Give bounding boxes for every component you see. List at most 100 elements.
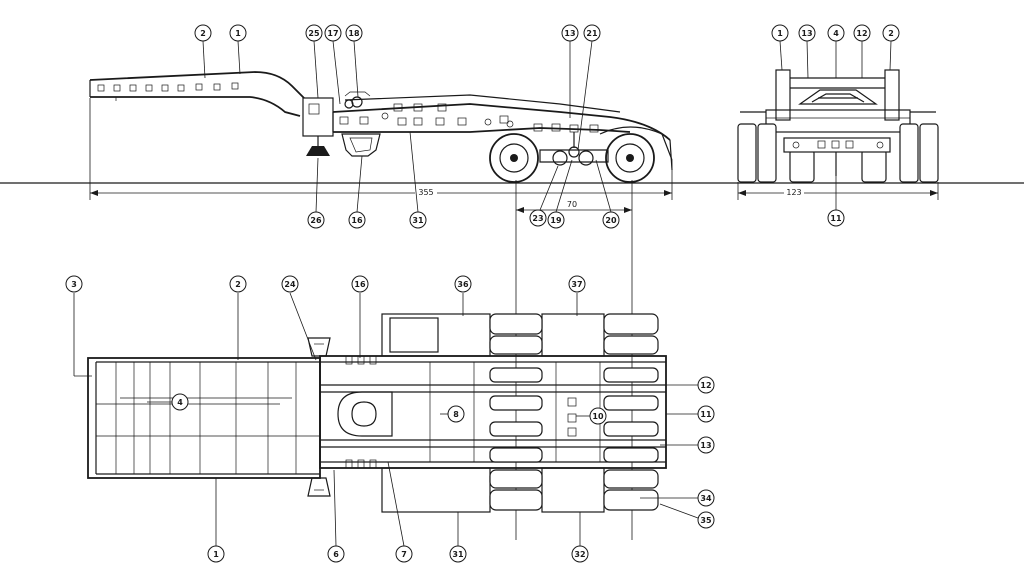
callout-side-19: 19	[547, 211, 565, 229]
svg-text:31: 31	[452, 550, 464, 559]
callout-plan-12: 12	[697, 376, 715, 394]
svg-text:12: 12	[700, 381, 711, 390]
svg-text:1: 1	[235, 29, 241, 38]
svg-text:37: 37	[571, 280, 582, 289]
svg-text:35: 35	[700, 516, 712, 525]
svg-text:31: 31	[412, 216, 424, 225]
svg-text:13: 13	[564, 29, 575, 38]
callout-side-13: 13	[561, 24, 579, 42]
callout-plan-13: 13	[697, 436, 715, 454]
svg-text:2: 2	[235, 280, 241, 289]
callout-plan-36: 36	[454, 275, 472, 293]
callout-plan-8: 8	[447, 405, 465, 423]
deck-cutouts	[339, 103, 599, 133]
callout-plan-16: 16	[351, 275, 369, 293]
callout-side-18: 18	[345, 24, 363, 42]
main-deck-plan	[319, 355, 667, 469]
gooseneck-deck-plan	[87, 357, 321, 479]
callout-rear-2: 2	[882, 24, 900, 42]
callout-plan-37: 37	[568, 275, 586, 293]
svg-text:16: 16	[351, 216, 363, 225]
callout-side-17: 17	[324, 24, 342, 42]
rear-bogie-wheels	[489, 133, 655, 183]
svg-text:17: 17	[327, 29, 338, 38]
callout-side-20: 20	[602, 211, 620, 229]
svg-text:1: 1	[213, 550, 219, 559]
svg-text:10: 10	[592, 412, 604, 421]
svg-text:7: 7	[401, 550, 407, 559]
plan-wheel-groups	[489, 313, 659, 511]
callout-rear-13: 13	[798, 24, 816, 42]
callout-plan-34: 34	[697, 489, 715, 507]
callout-rear-12: 12	[853, 24, 871, 42]
svg-text:34: 34	[700, 494, 712, 503]
callout-rear-1: 1	[771, 24, 789, 42]
landing-gear-foot	[306, 146, 330, 156]
svg-text:2: 2	[888, 29, 894, 38]
outrigger-platform-37	[541, 313, 605, 357]
kingpin-plate	[337, 391, 393, 437]
deck-support-bracket	[341, 133, 381, 157]
callout-plan-4: 4	[171, 393, 189, 411]
svg-text:13: 13	[801, 29, 812, 38]
callout-plan-31: 31	[449, 545, 467, 563]
svg-text:4: 4	[177, 398, 183, 407]
callout-plan-3: 3	[65, 275, 83, 293]
outrigger-platform-31	[381, 467, 491, 513]
side-elevation-view	[89, 71, 673, 183]
svg-text:11: 11	[700, 410, 712, 419]
svg-text:16: 16	[354, 280, 366, 289]
svg-text:4: 4	[833, 29, 839, 38]
svg-text:12: 12	[856, 29, 867, 38]
callout-rear-11: 11	[827, 209, 845, 227]
svg-text:19: 19	[550, 216, 562, 225]
outrigger-platform-32	[541, 467, 605, 513]
svg-text:23: 23	[532, 214, 543, 223]
svg-text:8: 8	[453, 410, 459, 419]
svg-text:1: 1	[777, 29, 783, 38]
svg-text:20: 20	[605, 216, 617, 225]
leader-lines	[73, 40, 892, 547]
callout-rear-4: 4	[827, 24, 845, 42]
callout-plan-10: 10	[589, 407, 607, 425]
svg-text:13: 13	[700, 441, 711, 450]
svg-text:26: 26	[310, 216, 322, 225]
svg-text:25: 25	[308, 29, 320, 38]
rear-elevation-view: 123	[737, 69, 939, 200]
rear-view-tyres	[737, 123, 939, 183]
callout-side-21: 21	[583, 24, 601, 42]
callout-plan-11: 11	[697, 405, 715, 423]
gooseneck-cutouts	[97, 82, 239, 92]
callout-side-1: 1	[229, 24, 247, 42]
callout-side-25: 25	[305, 24, 323, 42]
svg-text:18: 18	[348, 29, 360, 38]
svg-text:2: 2	[200, 29, 206, 38]
callout-side-26: 26	[307, 211, 325, 229]
outrigger-platform-36	[381, 313, 491, 357]
rear-bumper	[783, 137, 891, 153]
callout-side-16: 16	[348, 211, 366, 229]
svg-text:11: 11	[830, 214, 842, 223]
callout-side-2: 2	[194, 24, 212, 42]
svg-text:3: 3	[71, 280, 77, 289]
callout-plan-24: 24	[281, 275, 299, 293]
svg-text:6: 6	[333, 550, 339, 559]
gooseneck-cross-members	[115, 362, 297, 474]
dimension-overall-width: 123	[786, 188, 801, 197]
suspension-beam	[539, 149, 609, 163]
dimension-overall-length: 355	[418, 188, 433, 197]
callout-plan-35: 35	[697, 511, 715, 529]
callout-side-31: 31	[409, 211, 427, 229]
dimension-axle-spacing: 70	[567, 200, 577, 209]
plan-view	[87, 313, 667, 513]
svg-text:24: 24	[284, 280, 296, 289]
svg-text:36: 36	[457, 280, 469, 289]
callout-plan-6: 6	[327, 545, 345, 563]
callout-plan-2: 2	[229, 275, 247, 293]
svg-text:21: 21	[586, 29, 598, 38]
callout-plan-7: 7	[395, 545, 413, 563]
callout-side-23: 23	[529, 209, 547, 227]
callout-plan-1: 1	[207, 545, 225, 563]
callout-plan-32: 32	[571, 545, 589, 563]
